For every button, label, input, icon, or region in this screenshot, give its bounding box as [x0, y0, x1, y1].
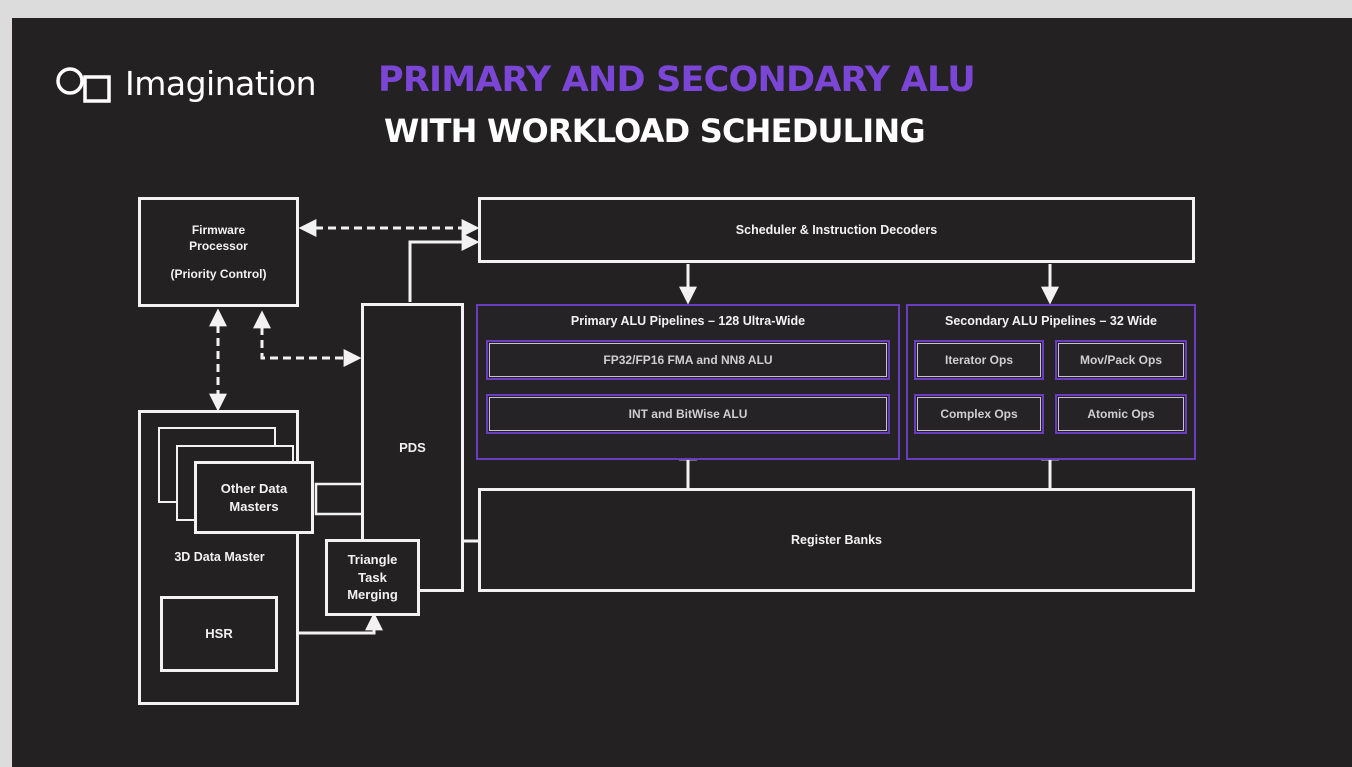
- triangle-line-2: Task: [358, 569, 387, 585]
- register-banks-box: Register Banks: [478, 488, 1195, 592]
- slide: Imagination PRIMARY AND SECONDARY ALU WI…: [12, 18, 1352, 767]
- hsr-box: HSR: [160, 596, 278, 672]
- secondary-unit-complex: Complex Ops: [914, 394, 1044, 434]
- scheduler-box: Scheduler & Instruction Decoders: [478, 197, 1195, 263]
- secondary-unit-complex-label: Complex Ops: [940, 407, 1018, 421]
- firmware-processor-box: Firmware Processor (Priority Control): [138, 197, 299, 307]
- scheduler-label: Scheduler & Instruction Decoders: [735, 222, 938, 237]
- firmware-line-3: (Priority Control): [170, 267, 267, 282]
- register-banks-label: Register Banks: [790, 532, 882, 547]
- secondary-unit-movpack: Mov/Pack Ops: [1055, 340, 1187, 380]
- primary-alu-group: [476, 304, 900, 460]
- primary-unit-int: INT and BitWise ALU: [486, 394, 890, 434]
- secondary-unit-iterator: Iterator Ops: [914, 340, 1044, 380]
- arrow-hsr-triangle: [280, 612, 383, 635]
- arrow-firmware-pds: [253, 310, 362, 367]
- primary-alu-label: Primary ALU Pipelines – 128 Ultra-Wide: [570, 314, 806, 328]
- imagination-logo-icon: [56, 67, 111, 103]
- secondary-unit-atomic-label: Atomic Ops: [1087, 407, 1155, 421]
- other-data-masters-box: Other Data Masters: [194, 461, 314, 534]
- primary-unit-fp-label: FP32/FP16 FMA and NN8 ALU: [603, 353, 773, 367]
- secondary-unit-movpack-label: Mov/Pack Ops: [1079, 353, 1163, 367]
- other-data-masters-line-1: Other Data: [220, 480, 288, 496]
- firmware-line-1: Firmware: [191, 222, 246, 237]
- primary-unit-int-label: INT and BitWise ALU: [628, 407, 748, 421]
- brand-name: Imagination: [125, 64, 317, 103]
- other-data-masters-line-2: Masters: [229, 498, 279, 514]
- firmware-line-2: Processor: [189, 238, 248, 253]
- title-line-2: WITH WORKLOAD SCHEDULING: [384, 112, 926, 150]
- secondary-unit-atomic: Atomic Ops: [1055, 394, 1187, 434]
- secondary-alu-group: [906, 304, 1196, 460]
- secondary-unit-iterator-label: Iterator Ops: [944, 353, 1013, 367]
- secondary-alu-label: Secondary ALU Pipelines – 32 Wide: [945, 314, 1157, 328]
- primary-unit-fp: FP32/FP16 FMA and NN8 ALU: [486, 340, 890, 380]
- triangle-line-1: Triangle: [347, 552, 398, 568]
- 3d-data-master-label: 3D Data Master: [174, 550, 265, 564]
- triangle-task-merging-box: Triangle Task Merging: [325, 539, 420, 616]
- pds-label: PDS: [399, 439, 426, 455]
- hsr-label: HSR: [205, 626, 233, 642]
- triangle-line-3: Merging: [347, 587, 398, 603]
- arrow-pds-scheduler: [408, 233, 480, 302]
- title-line-1: PRIMARY AND SECONDARY ALU: [378, 60, 976, 100]
